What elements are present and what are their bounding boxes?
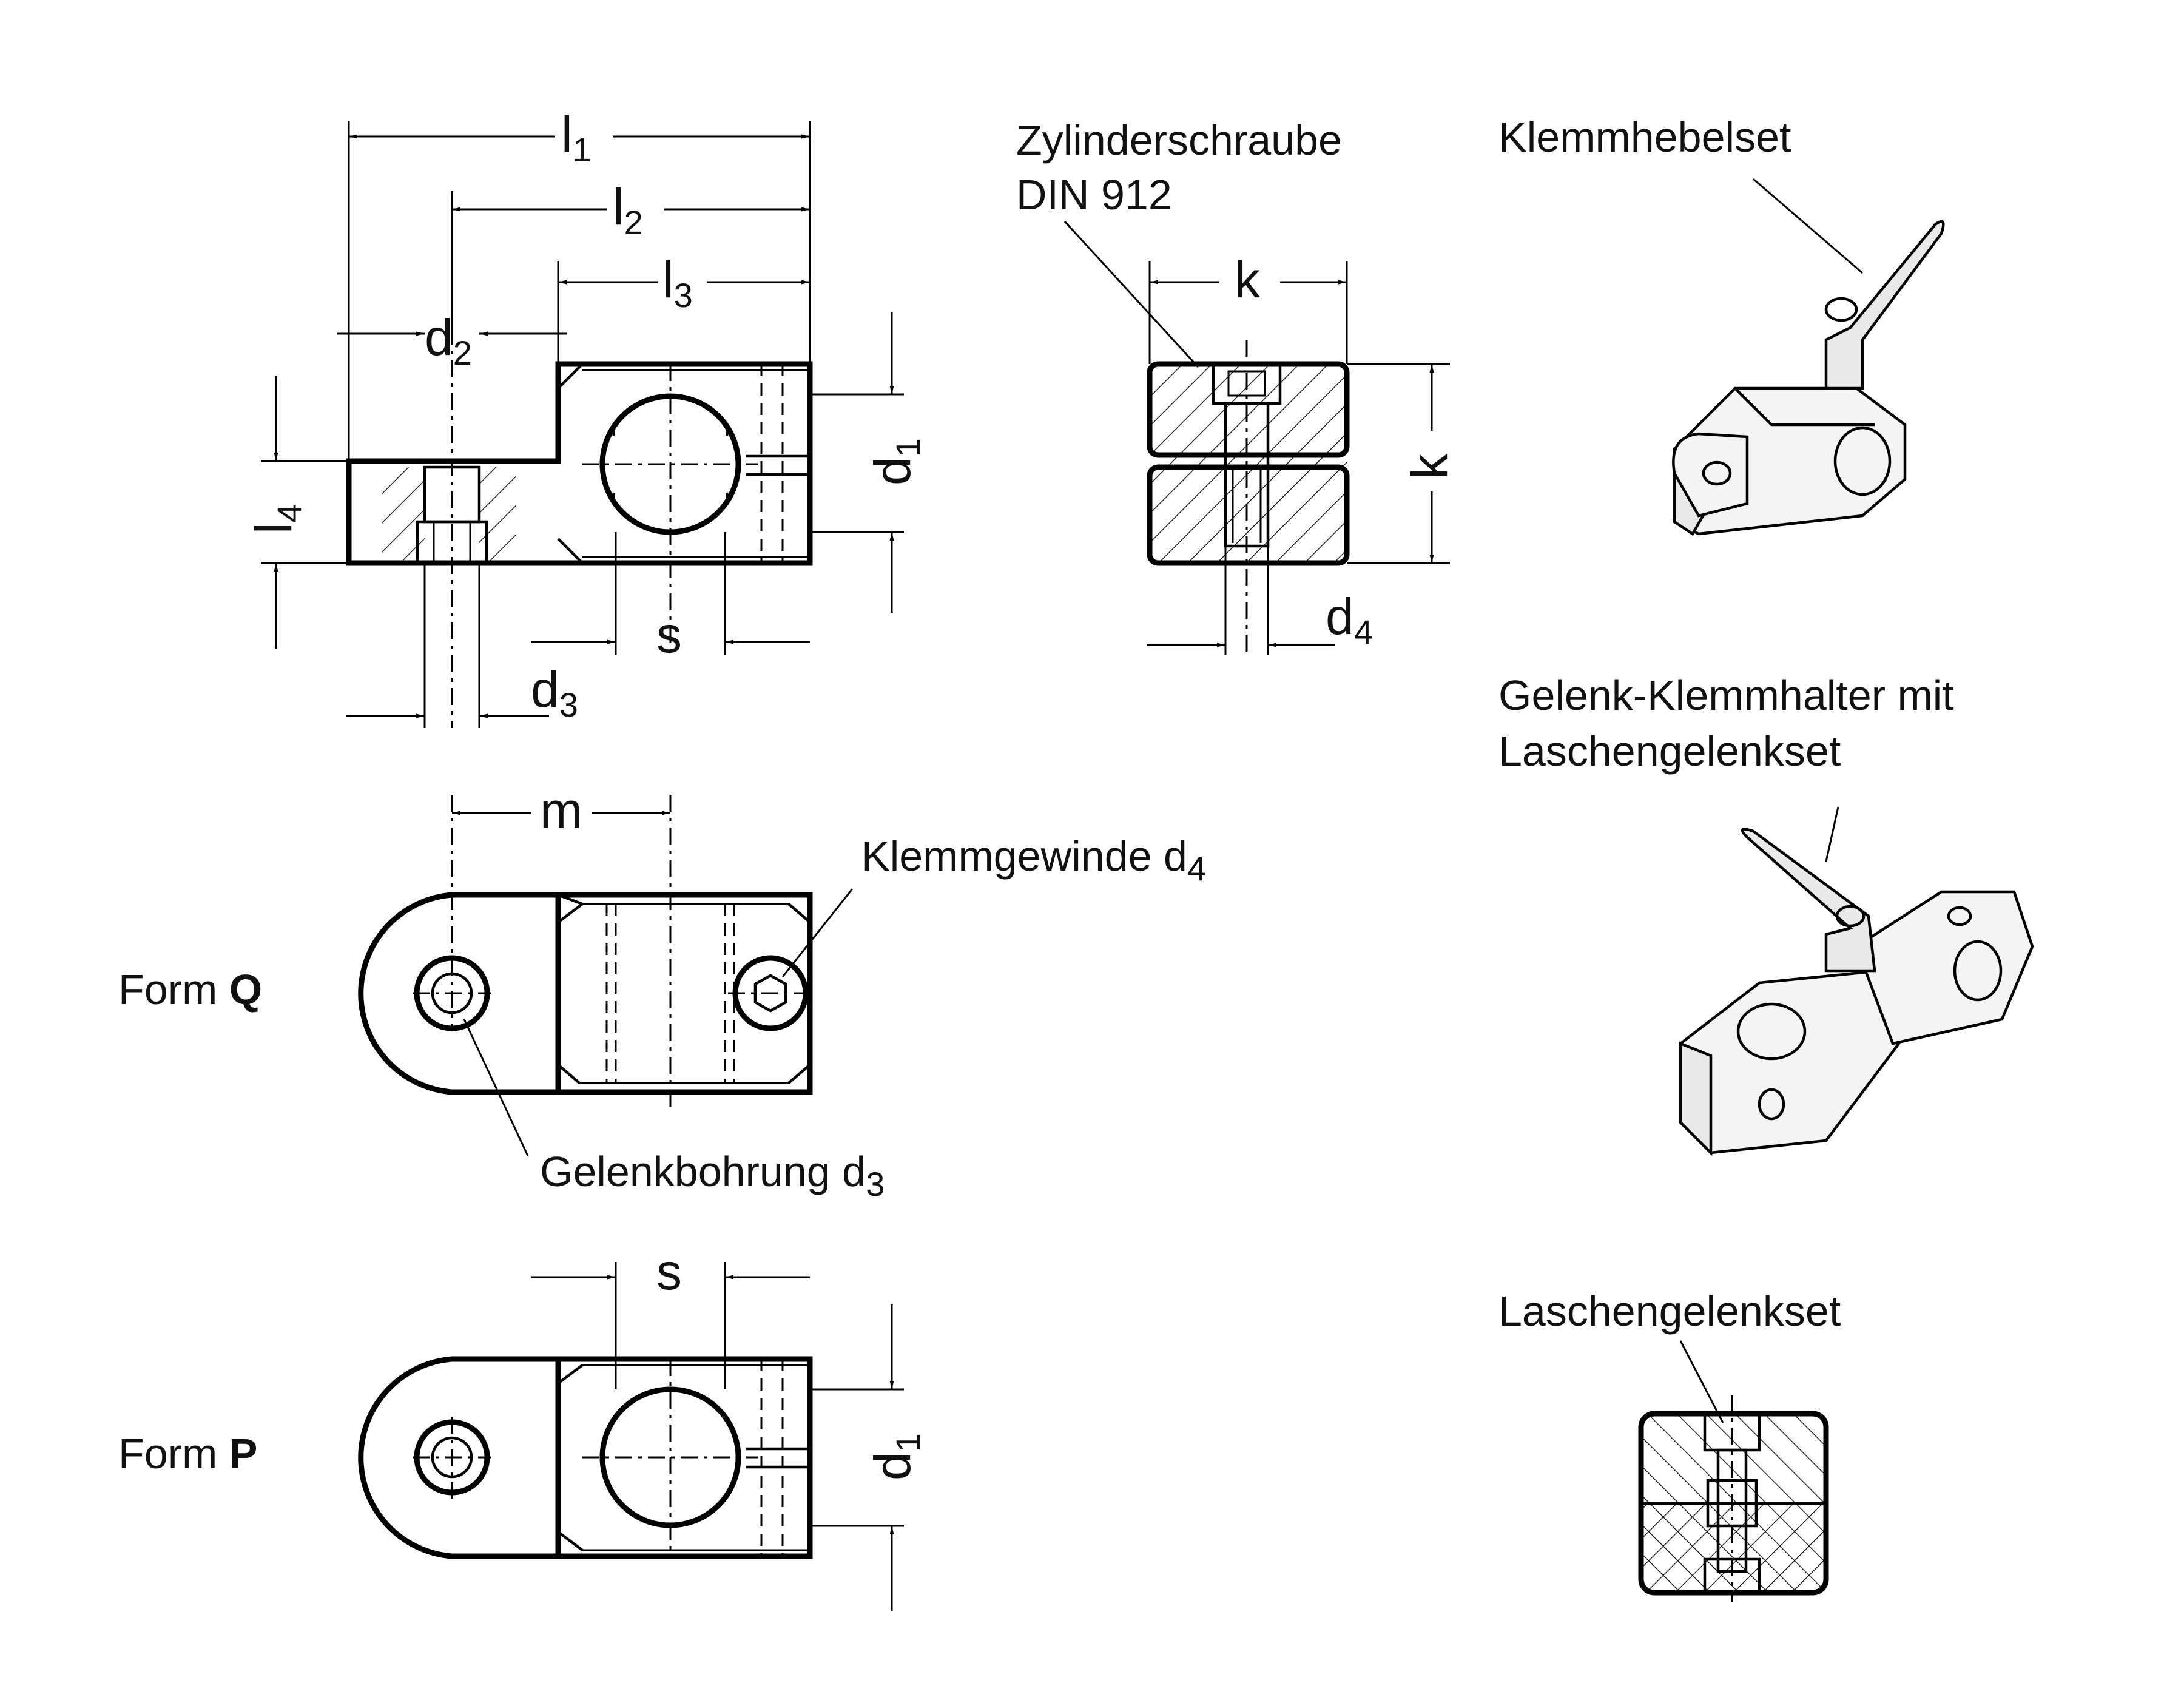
dim-k-horizontal: k	[1235, 251, 1261, 308]
dim-l3: l3	[662, 251, 693, 314]
gelenk-klemmhalter-illustration: Gelenk-Klemmhalter mit Laschengelenkset	[1498, 672, 2034, 1156]
dim-k-vertical: k	[1401, 453, 1458, 479]
laschengelenkset-illustration: Laschengelenkset	[1498, 1287, 1841, 1602]
label-form-q: Form Q	[118, 966, 262, 1013]
dim-s: s	[656, 606, 682, 663]
label-din-912: DIN 912	[1016, 171, 1172, 218]
side-view: l1 l2 l3 d2 l4 d1 s d3	[245, 106, 927, 728]
form-q-view: m Klemmgewinde d4 Gelenkbohrung d3 Form …	[118, 782, 1206, 1203]
label-laschengelenkset: Laschengelenkset	[1498, 1287, 1841, 1335]
dim-d2: d2	[425, 309, 472, 372]
dim-l1: l1	[561, 106, 592, 169]
dim-l2: l2	[613, 178, 643, 241]
dim-d4: d4	[1326, 588, 1373, 651]
dim-s-form-p: s	[656, 1243, 682, 1300]
label-klemmgewinde: Klemmgewinde d4	[861, 832, 1206, 888]
dim-m: m	[540, 782, 582, 839]
klemmhebelset-illustration: Klemmhebelset	[1498, 113, 1945, 536]
section-view: k k d4 Zylinderschraube DIN 912	[1016, 116, 1458, 655]
dim-d1-form-p: d1	[864, 1433, 927, 1480]
form-p-view: s d1 Form P	[118, 1243, 927, 1611]
label-gelenk-klemmhalter-1: Gelenk-Klemmhalter mit	[1498, 672, 1954, 719]
dim-d1: d1	[864, 438, 927, 485]
label-gelenkbohrung: Gelenkbohrung d3	[540, 1148, 885, 1203]
label-form-p: Form P	[118, 1430, 257, 1477]
label-zylinderschraube: Zylinderschraube	[1016, 116, 1342, 164]
dim-l4: l4	[245, 504, 308, 534]
dim-d3: d3	[531, 661, 578, 724]
label-gelenk-klemmhalter-2: Laschengelenkset	[1498, 727, 1841, 775]
label-klemmhebelset: Klemmhebelset	[1498, 113, 1791, 161]
